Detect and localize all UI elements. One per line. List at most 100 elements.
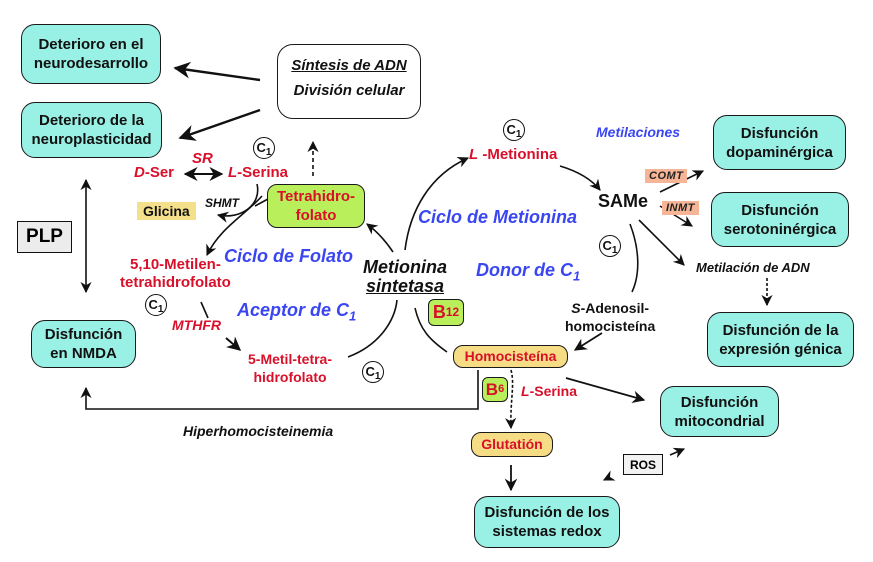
arrow-ros-to-redox xyxy=(602,470,616,481)
c1-label: C xyxy=(506,122,516,137)
arc-lmetionina-to-same xyxy=(559,165,601,191)
comt-enzyme-label: COMT xyxy=(645,169,688,183)
outcome-text-line: Disfunción xyxy=(740,124,819,142)
c1-sub: 1 xyxy=(157,304,164,315)
arrow-hiperhomocisteinemia xyxy=(80,370,479,410)
c1-label: C xyxy=(365,364,375,379)
arrow-homocisteina-to-glutation xyxy=(505,369,517,430)
l-metionina-label: L -Metionina xyxy=(469,146,557,163)
outcome-text-line: serotoninérgica xyxy=(723,220,837,238)
node-text-line: folato xyxy=(295,207,337,224)
arc-center-to-thf xyxy=(366,223,394,253)
homocisteina-label: Homocisteína xyxy=(464,348,557,364)
line-thf-to-shmt xyxy=(254,198,269,207)
outcome-text-line: Disfunción xyxy=(44,326,123,343)
adn-synthesis-box: Síntesis de ADN División celular xyxy=(277,44,421,119)
s-prefix: S xyxy=(571,300,581,316)
outcome-text-line: en NMDA xyxy=(50,345,117,362)
outcome-text-line: sistemas redox xyxy=(492,523,602,540)
cell-division-label: División celular xyxy=(293,81,405,99)
arrow-adn-to-neuroplasticidad xyxy=(178,108,261,141)
outcome-text-line: Disfunción xyxy=(741,201,819,219)
c1-badge: C1 xyxy=(145,294,167,316)
acceptor-c1-label: Aceptor de C1 xyxy=(237,300,356,324)
b6-sub: 6 xyxy=(498,383,505,395)
c1-badge: C1 xyxy=(253,137,275,159)
l-prefix: L xyxy=(521,383,530,399)
outcome-text-line: Deterioro en el xyxy=(38,36,144,53)
l-serine-label: L-Serina xyxy=(228,164,288,181)
outcome-text-line: expresión génica xyxy=(719,340,842,358)
arrow-adn-to-neurodesarrollo xyxy=(173,61,261,82)
c1-label: C xyxy=(148,297,158,312)
l-serina-gsh-label: L-Serina xyxy=(521,383,577,399)
metilacion-adn-label: Metilación de ADN xyxy=(696,260,810,275)
metilen-thf-label: 5,10-Metilen- tetrahidrofolato xyxy=(120,256,231,292)
c1-label: C xyxy=(256,140,266,155)
arrow-ros-to-mitocondrial xyxy=(669,447,686,459)
outcome-text-line: Disfunción de los xyxy=(484,504,610,521)
c1-sub: 1 xyxy=(265,147,272,158)
plp-cofactor: PLP xyxy=(17,221,72,253)
c1-sub: 1 xyxy=(374,371,381,382)
d-serine-label: D-Ser xyxy=(134,164,174,181)
mthfr-enzyme-label: MTHFR xyxy=(172,317,221,333)
arc-metil-to-center xyxy=(347,299,398,358)
sah-text: -Adenosil- xyxy=(580,300,650,316)
node-text-line: 5,10-Metilen- xyxy=(129,256,221,273)
sah-text: homocisteína xyxy=(565,318,656,334)
acceptor-text: Aceptor de C xyxy=(237,300,350,320)
plp-label: PLP xyxy=(26,226,63,247)
center-text-line: sintetasa xyxy=(365,276,445,296)
c1-sub: 1 xyxy=(611,245,618,256)
node-text-line: hidrofolato xyxy=(253,369,327,385)
glycine-label: Glicina xyxy=(137,202,196,220)
metilaciones-label: Metilaciones xyxy=(596,124,681,140)
node-text-line: Tetrahidro- xyxy=(276,188,356,205)
shmt-enzyme-label: SHMT xyxy=(205,196,239,210)
ros-label-box: ROS xyxy=(623,454,663,475)
glutation-node: Glutatión xyxy=(471,432,553,457)
arrow-same-metilacion xyxy=(638,219,685,266)
arrow-homocisteina-to-mitocondrial xyxy=(565,377,646,403)
l-metionina-text: -Metionina xyxy=(482,146,558,163)
arc-homocisteina-to-center xyxy=(414,307,448,353)
c1-badge: C1 xyxy=(503,119,525,141)
d-prefix: D xyxy=(134,164,145,181)
c1-badge: C1 xyxy=(599,235,621,257)
outcome-text-line: dopaminérgica xyxy=(726,143,833,161)
arrow-shmt-to-metilen xyxy=(206,195,263,257)
methionine-cycle-title: Ciclo de Metionina xyxy=(418,207,578,227)
outcome-deterioro-neurodesarrollo: Deterioro en el neurodesarrollo xyxy=(21,24,161,84)
s-adenosil-homocisteina-label: S-Adenosil- homocisteína xyxy=(565,299,655,335)
b12-sub: 12 xyxy=(445,305,460,319)
homocisteina-node: Homocisteína xyxy=(453,345,568,368)
acceptor-sub: 1 xyxy=(349,308,357,324)
center-text-line: Metionina xyxy=(363,257,447,277)
l-prefix: L xyxy=(228,164,238,181)
adn-synthesis-label: Síntesis de ADN xyxy=(291,56,407,74)
sr-enzyme-label: SR xyxy=(192,150,213,167)
l-serina-text: -Serina xyxy=(237,164,289,181)
outcome-text-line: neuroplasticidad xyxy=(31,131,152,148)
folate-cycle-title: Ciclo de Folato xyxy=(224,246,354,266)
donor-sub: 1 xyxy=(573,268,581,284)
arc-center-to-lmetionina xyxy=(404,157,470,251)
outcome-disfuncion-redox: Disfunción de los sistemas redox xyxy=(474,496,620,548)
glutation-label: Glutatión xyxy=(481,436,543,452)
metionina-sintetasa-label: Metionina sintetasa xyxy=(363,258,447,296)
outcome-text-line: neurodesarrollo xyxy=(33,55,149,72)
l-prefix: L xyxy=(469,146,479,163)
c1-sub: 1 xyxy=(515,129,522,140)
arrow-mthfr-to-metil xyxy=(225,336,242,351)
c1-badge: C1 xyxy=(362,361,384,383)
arc-same-down xyxy=(629,223,639,293)
metil-thf-label: 5-Metil-tetra- hidrofolato xyxy=(248,350,332,386)
same-label: SAMe xyxy=(598,191,649,211)
